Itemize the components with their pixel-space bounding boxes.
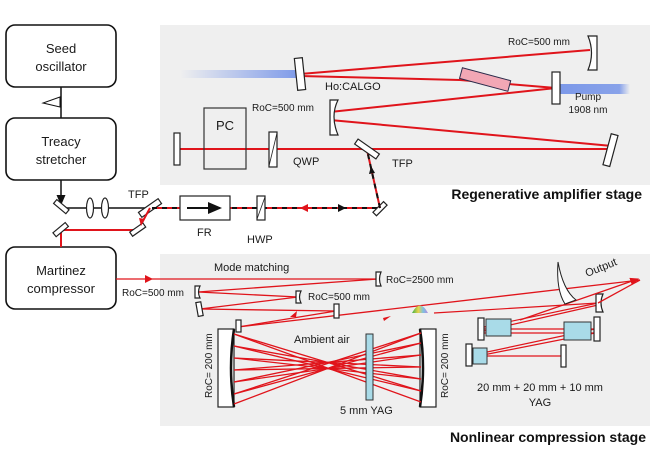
pump-label-2: 1908 nm <box>569 105 608 116</box>
stretcher-label-2: stretcher <box>36 152 87 167</box>
yag-5mm-plate <box>365 333 374 401</box>
stretcher-label-1: Treacy <box>41 134 81 149</box>
martinez-compressor-box: Martinez compressor <box>5 246 117 310</box>
stack-mirror-3 <box>465 343 473 367</box>
roc-500-left-label: RoC=500 mm <box>122 288 184 299</box>
fold-mirror-2 <box>333 303 340 319</box>
curved-mirror-mm2 <box>295 290 302 304</box>
stack-end-mirror <box>560 344 567 368</box>
fr-label: FR <box>197 227 212 239</box>
seed-label-2: oscillator <box>35 59 87 74</box>
multipass-cell <box>217 319 437 408</box>
roc-500-mid-label: RoC=500 mm <box>308 292 370 303</box>
fold-mirror-1 <box>195 301 204 318</box>
regen-steering-mirror <box>372 200 388 217</box>
pump-dichroic-mirror-right <box>551 71 561 105</box>
hwp-label: HWP <box>247 234 273 246</box>
yag-stack-label-1: 20 mm + 20 mm + 10 mm <box>477 382 603 394</box>
roc-200-left-label: RoC= 200 mm <box>204 333 215 398</box>
yag-20mm-b <box>563 321 592 341</box>
curved-mirror-roc2500 <box>375 271 382 287</box>
roc-left-label: RoC=500 mm <box>252 103 314 114</box>
compressor-label-2: compressor <box>27 281 96 296</box>
steering-mirror-1 <box>52 198 70 215</box>
pump-label-1: Pump <box>575 92 602 103</box>
mode-matching-label: Mode matching <box>214 262 289 274</box>
pulse-icon <box>41 96 61 108</box>
beam-arrow-left <box>300 204 308 212</box>
beam-arrow-right <box>338 204 346 212</box>
curved-mirror-top <box>587 35 598 71</box>
roc-2500-label: RoC=2500 mm <box>386 275 454 286</box>
yag-10mm <box>472 347 488 365</box>
compressor-label-1: Martinez <box>36 263 86 278</box>
crystal-label: Ho:CALGO <box>325 81 381 93</box>
pump-beam-left <box>180 70 300 78</box>
yag5-label: 5 mm YAG <box>340 405 393 417</box>
regen-stage-title: Regenerative amplifier stage <box>451 186 642 202</box>
stack-mirror-1 <box>477 317 485 341</box>
curved-mirror-mm1 <box>194 285 201 299</box>
spectrum-icon <box>412 305 428 313</box>
output-pulse-icon <box>557 261 578 305</box>
treacy-stretcher-box: Treacy stretcher <box>5 117 117 181</box>
ambient-air-label: Ambient air <box>294 334 350 346</box>
curved-mirror-output <box>595 293 604 313</box>
herriott-beam <box>233 342 422 383</box>
roc-top-label: RoC=500 mm <box>508 37 570 48</box>
regen-tfp-label: TFP <box>392 158 413 170</box>
compressor-input-mirror <box>52 221 70 238</box>
regen-tfp <box>353 138 381 160</box>
roc-200-right-label: RoC= 200 mm <box>440 333 451 398</box>
lens-1 <box>85 197 95 219</box>
output-beam <box>519 277 640 321</box>
curved-mirror-left <box>329 99 339 136</box>
return-mirror <box>128 222 147 238</box>
yag-stack-label-2: YAG <box>529 397 551 409</box>
pockels-cell <box>203 107 247 170</box>
pump-dichroic-mirror-left <box>293 57 307 91</box>
end-mirror-left <box>173 132 181 166</box>
pump-beam-right <box>560 84 630 94</box>
qwp-label: QWP <box>293 156 319 168</box>
herriott-beam <box>233 332 422 405</box>
pc-label: PC <box>216 118 234 133</box>
seed-oscillator-box: Seed oscillator <box>5 24 117 88</box>
ho-calgo-crystal <box>458 67 512 92</box>
compression-stage-title: Nonlinear compression stage <box>450 429 646 445</box>
seed-label-1: Seed <box>46 41 76 56</box>
herriott-beam <box>233 332 422 395</box>
lens-2 <box>100 197 110 219</box>
end-mirror-right <box>602 133 619 168</box>
yag-20mm-a <box>485 318 512 337</box>
injection-tfp-label: TFP <box>128 189 149 201</box>
compressed-beam-to-output <box>237 279 641 328</box>
regen-input-arrow <box>369 166 375 174</box>
stack-mirror-2 <box>593 316 601 342</box>
